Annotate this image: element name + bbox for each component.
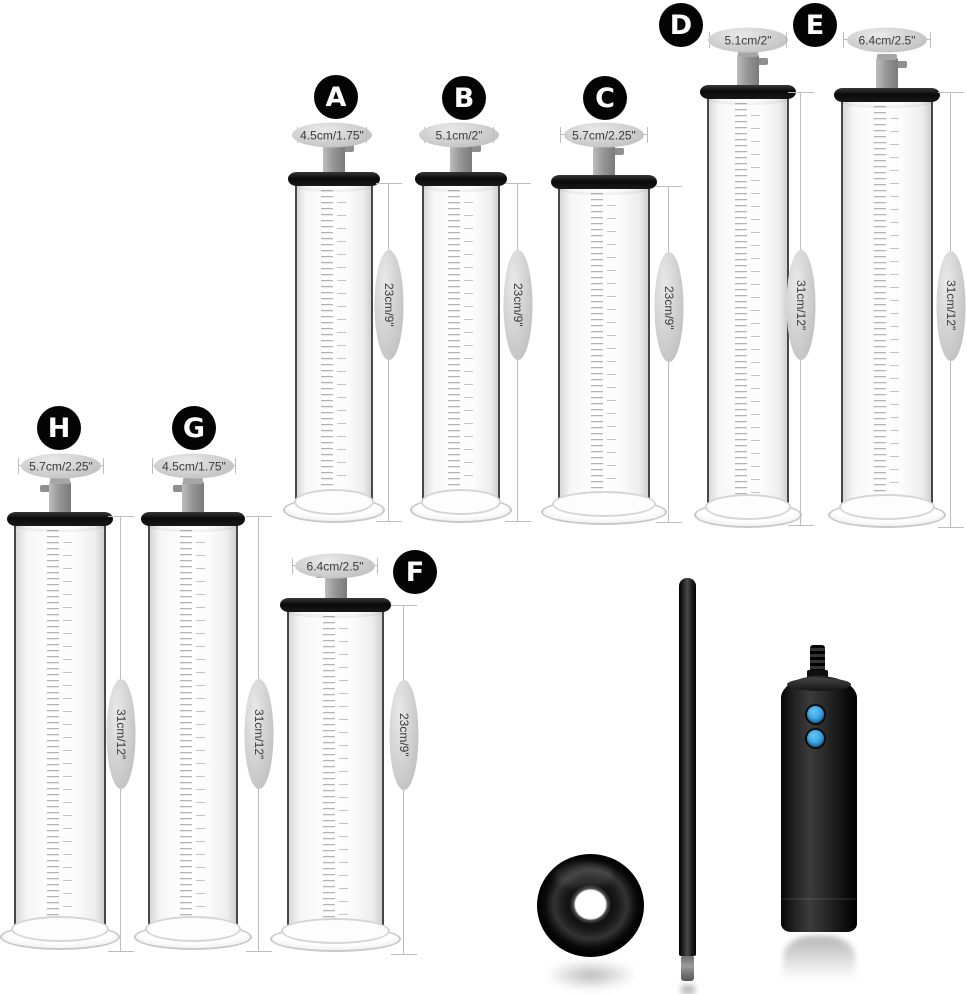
cylinder-e-diameter-label: 6.4cm/2.5" (847, 27, 927, 53)
cylinder-b (410, 138, 512, 523)
electric-pump (781, 676, 857, 932)
cylinder-d-length-dimension: 31cm/12" (786, 92, 816, 526)
cylinder-c-diameter-dimension: 5.7cm/2.25" (560, 122, 648, 148)
cylinder-f-badge: F (393, 550, 437, 594)
cylinder-b-diameter-dimension: 5.1cm/2" (419, 122, 499, 148)
cylinder-f-top-gasket (280, 598, 391, 612)
cylinder-b-base-flange (410, 489, 512, 523)
cylinder-h-length-dimension: 31cm/12" (106, 516, 136, 952)
cylinder-a-top-gasket (288, 172, 380, 186)
cylinder-a-measurement-scale (321, 190, 347, 500)
cylinder-e-measurement-scale (874, 106, 900, 505)
cylinder-b-measurement-scale (448, 190, 474, 500)
cylinder-c-glass-body (558, 185, 650, 508)
cylinder-a-base-flange (283, 489, 385, 523)
silicone-donut-ring (537, 854, 644, 957)
cylinder-e-diameter-dimension: 6.4cm/2.5" (843, 27, 931, 53)
cylinder-e-valve-fitting-icon (876, 54, 907, 90)
cylinder-c-badge: C (583, 76, 627, 120)
cylinder-f-length-label: 23cm/9" (389, 679, 419, 790)
cylinder-d-measurement-scale (735, 103, 761, 505)
cylinder-b-badge: B (442, 76, 486, 120)
cylinder-d-glass-body (707, 95, 789, 511)
cylinder-h-measurement-scale (47, 530, 73, 927)
cylinder-b-length-dimension: 23cm/9" (503, 183, 533, 522)
cylinder-d-top-gasket (700, 85, 796, 99)
cylinder-e-length-label: 31cm/12" (936, 250, 966, 361)
cylinder-f-diameter-dimension: 6.4cm/2.5" (292, 553, 378, 579)
cylinder-h-badge: H (37, 406, 81, 450)
cylinder-b-top-gasket (415, 172, 507, 186)
cylinder-f-base-flange (270, 918, 401, 952)
cylinder-c-diameter-label: 5.7cm/2.25" (564, 122, 644, 148)
cylinder-h-base-flange (0, 916, 120, 950)
cylinder-a-badge: A (314, 75, 358, 119)
cylinder-g-diameter-dimension: 4.5cm/1.75" (152, 453, 236, 479)
cylinder-g (134, 478, 252, 950)
cylinder-a-diameter-dimension: 4.5cm/1.75" (292, 122, 372, 148)
cylinder-e-glass-body (841, 98, 933, 511)
cylinder-d-base-flange (694, 494, 802, 528)
cylinder-h-glass-body (14, 522, 106, 933)
cylinder-a-length-dimension: 23cm/9" (374, 183, 404, 522)
cylinder-d-badge: D (659, 3, 703, 47)
cylinder-f-glass-body (287, 608, 384, 935)
cylinder-d-length-label: 31cm/12" (786, 249, 816, 360)
cylinder-d (694, 51, 802, 528)
cylinder-f (270, 564, 401, 952)
pump-nozzle-icon (807, 645, 828, 680)
cylinder-c-top-gasket (551, 175, 657, 189)
cylinder-g-length-label: 31cm/12" (244, 679, 274, 789)
cylinder-c-valve-fitting-icon (593, 141, 624, 177)
cylinder-g-top-gasket (141, 512, 245, 526)
pump-reflection (783, 936, 855, 988)
cylinder-g-length-dimension: 31cm/12" (244, 516, 274, 952)
cylinder-a (283, 138, 385, 523)
cylinder-d-diameter-dimension: 5.1cm/2" (708, 27, 788, 53)
cylinder-h-length-label: 31cm/12" (106, 679, 136, 789)
cylinder-b-diameter-label: 5.1cm/2" (419, 122, 499, 148)
cylinder-a-glass-body (295, 182, 373, 506)
cylinder-g-glass-body (148, 522, 238, 933)
cylinder-a-diameter-label: 4.5cm/1.75" (292, 122, 372, 148)
cylinder-e (828, 54, 946, 528)
cylinder-c (541, 141, 667, 525)
cylinder-c-length-label: 23cm/9" (654, 252, 684, 363)
cylinder-e-badge: E (793, 3, 837, 47)
cylinder-c-base-flange (541, 491, 667, 525)
cylinder-f-diameter-label: 6.4cm/2.5" (295, 553, 375, 579)
donut-ring-reflection (545, 960, 637, 990)
cylinder-d-diameter-label: 5.1cm/2" (708, 27, 788, 53)
cylinder-a-length-label: 23cm/9" (374, 250, 404, 361)
cylinder-e-base-flange (828, 494, 946, 528)
cylinder-h-diameter-label: 5.7cm/2.25" (21, 453, 101, 479)
pump-top-button (807, 706, 824, 723)
cylinder-g-diameter-label: 4.5cm/1.75" (154, 453, 234, 479)
cylinder-d-valve-fitting-icon (737, 51, 768, 87)
cylinder-h (0, 478, 120, 950)
cylinder-g-valve-fitting-icon (173, 478, 204, 514)
cylinder-h-top-gasket (7, 512, 113, 526)
cylinder-f-length-dimension: 23cm/9" (389, 605, 419, 955)
cylinder-c-measurement-scale (591, 193, 617, 502)
cylinder-f-measurement-scale (322, 616, 349, 929)
connector-rod (679, 578, 696, 981)
cylinder-g-measurement-scale (180, 530, 206, 927)
cylinder-e-top-gasket (834, 88, 940, 102)
cylinder-b-length-label: 23cm/9" (503, 250, 533, 361)
cylinder-g-base-flange (134, 916, 252, 950)
pump-bottom-button (807, 730, 824, 747)
cylinder-c-length-dimension: 23cm/9" (654, 186, 684, 523)
cylinder-e-length-dimension: 31cm/12" (936, 92, 966, 528)
connector-rod-reflection (681, 985, 695, 994)
cylinder-g-badge: G (172, 406, 216, 450)
cylinder-b-glass-body (422, 182, 500, 506)
cylinder-h-diameter-dimension: 5.7cm/2.25" (18, 453, 104, 479)
cylinder-h-valve-fitting-icon (40, 478, 71, 514)
